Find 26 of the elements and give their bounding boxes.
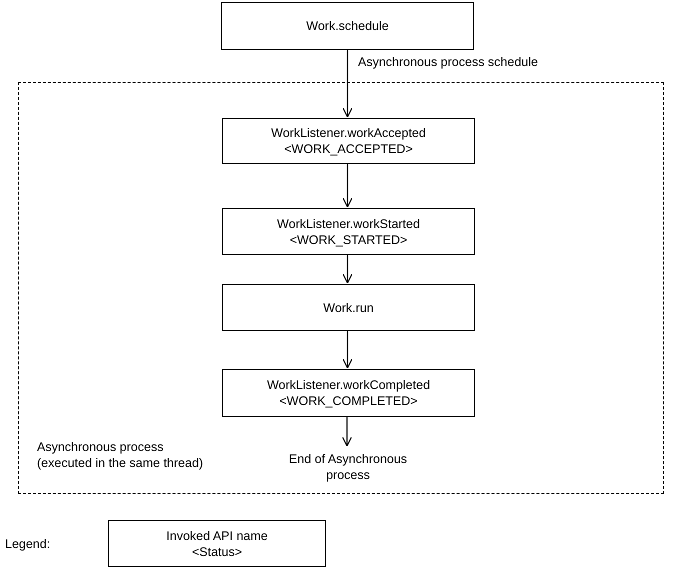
arrow [342,50,353,118]
api-name: Work.schedule [306,18,389,34]
arrow [342,163,353,208]
arrow [342,330,353,369]
arrow [342,254,353,284]
api-name: Work.run [323,300,374,316]
status-text: <WORK_STARTED> [290,232,408,248]
process-box [108,520,326,567]
process-box [222,118,475,164]
process-box [222,284,475,331]
process-box [222,369,475,417]
arrow [342,416,352,447]
status-text: <WORK_ACCEPTED> [284,141,413,157]
dashed-group-frame [18,82,664,494]
status-text: <WORK_COMPLETED> [279,393,418,409]
process-box [221,2,474,50]
group-label: Asynchronous process (executed in the same thread) [37,439,204,471]
edge-label: Asynchronous process schedule [358,54,538,70]
status-text: <Status> [192,544,242,560]
process-box [222,208,475,255]
api-name: WorkListener.workCompleted [266,377,430,393]
end-label: End of Asynchronous process [283,447,413,487]
api-name: WorkListener.workAccepted [271,125,426,141]
note-text: Legend: [5,536,50,552]
api-name: Invoked API name [166,528,268,544]
api-name: WorkListener.workStarted [277,216,420,232]
